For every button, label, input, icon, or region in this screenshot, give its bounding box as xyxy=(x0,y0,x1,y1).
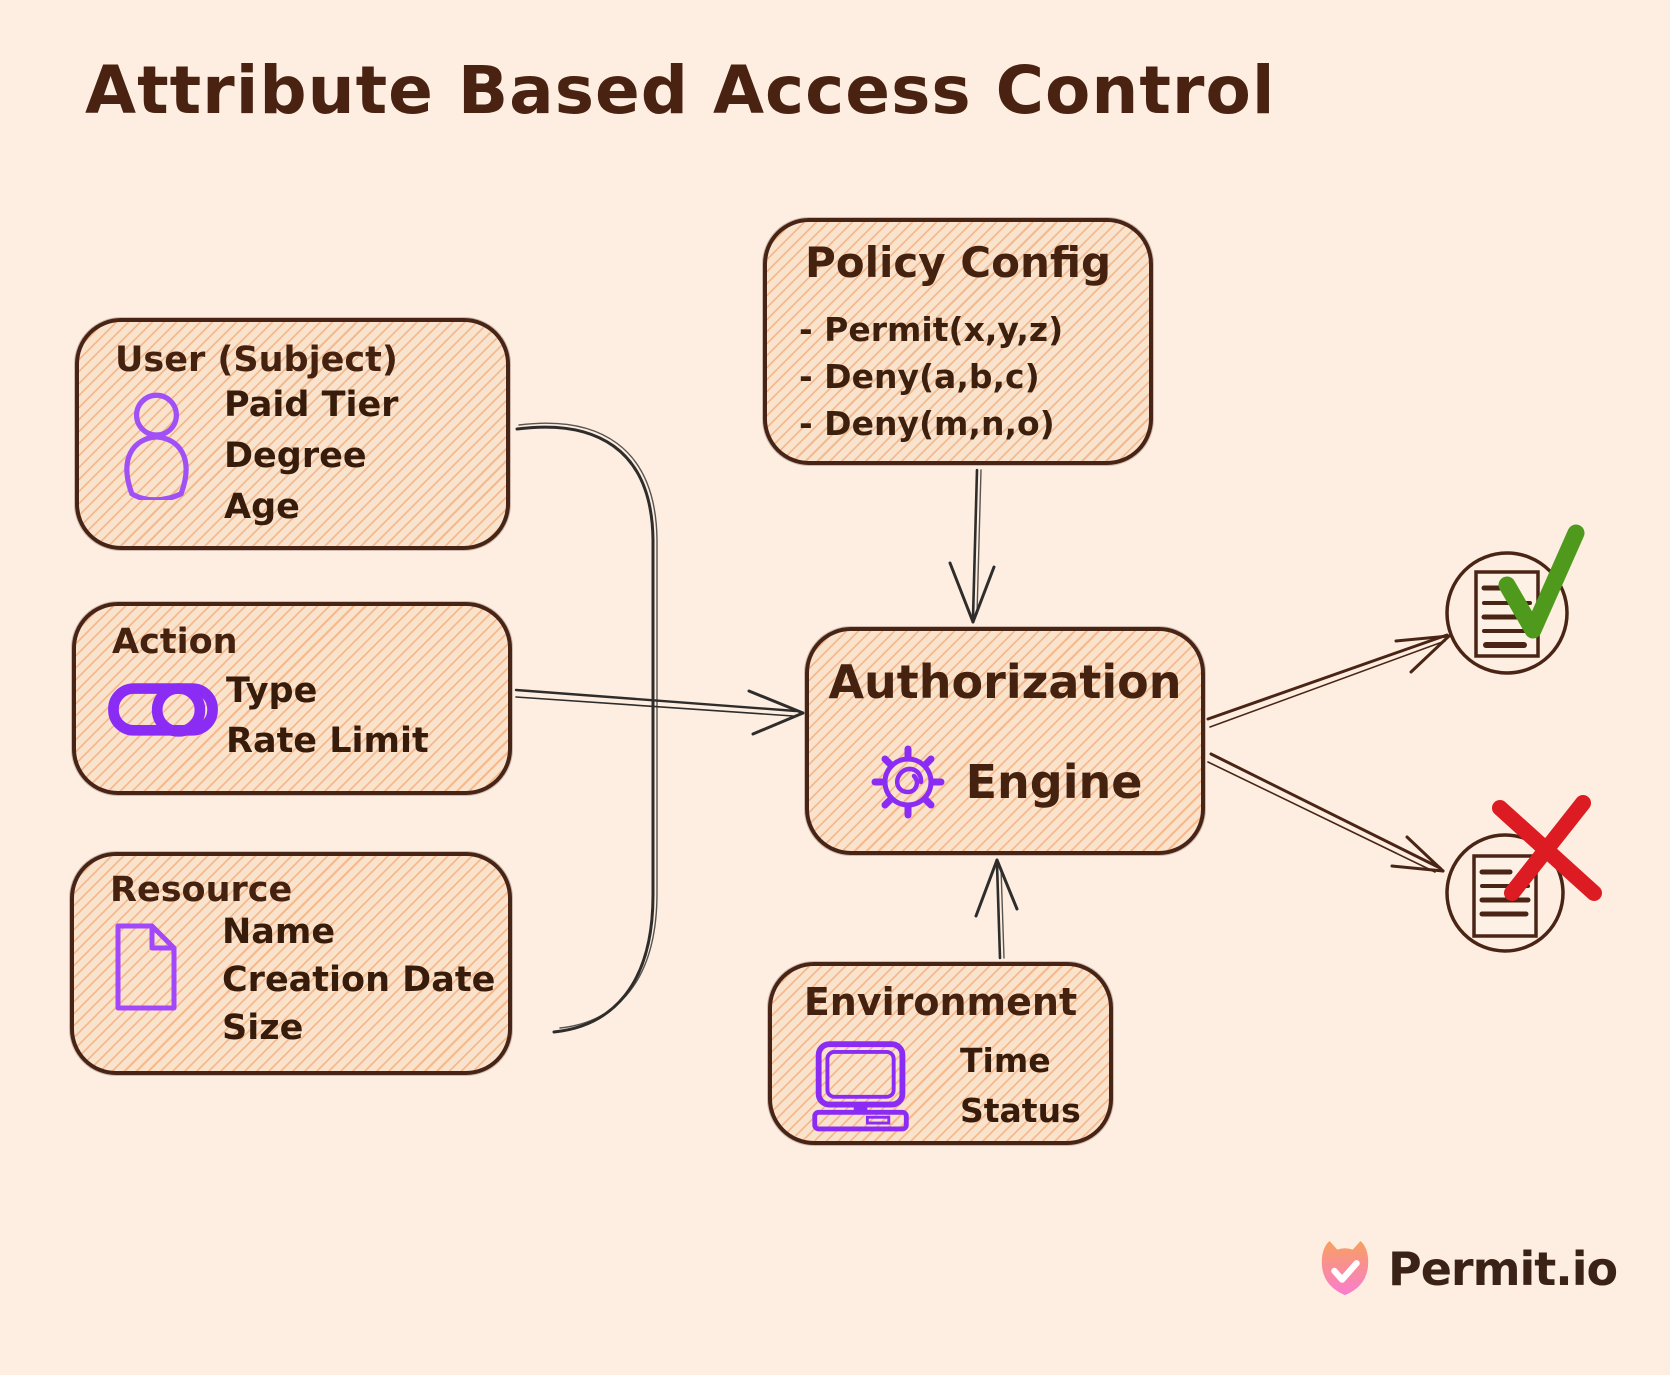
user-resource-bracket-connector xyxy=(515,422,658,1034)
policy-rules-list: - Permit(x,y,z) - Deny(a,b,c) - Deny(m,n… xyxy=(799,306,1063,447)
document-check-icon xyxy=(1445,524,1585,675)
user-attr: Age xyxy=(224,487,300,527)
permit-logo-icon xyxy=(1321,1240,1369,1296)
document-icon xyxy=(115,923,177,1011)
resource-attr: Name xyxy=(222,912,336,952)
environment-attributes: Time Status xyxy=(960,1036,1081,1136)
toggle-icon xyxy=(108,683,218,737)
environment-node-title: Environment xyxy=(803,980,1078,1024)
engine-to-deny-arrow xyxy=(1207,752,1445,873)
policy-to-engine-arrow xyxy=(948,468,996,624)
policy-rule: - Permit(x,y,z) xyxy=(799,310,1064,349)
user-subject-node: User (Subject) Paid Tier Degree Age xyxy=(75,318,510,550)
resource-node-title: Resource xyxy=(110,870,293,910)
permit-logo: Permit.io xyxy=(1316,1238,1618,1300)
computer-icon xyxy=(812,1041,909,1132)
person-icon xyxy=(124,392,189,500)
action-attr: Type xyxy=(226,671,318,711)
resource-attr: Creation Date xyxy=(222,960,496,1000)
resource-node: Resource Name Creation Date Size xyxy=(70,852,512,1075)
engine-title-line2: Engine xyxy=(965,755,1143,809)
action-to-engine-arrow xyxy=(514,688,805,736)
action-attributes: Type Rate Limit xyxy=(226,666,429,766)
action-node-title: Action xyxy=(112,622,238,662)
resource-attr: Size xyxy=(222,1008,304,1048)
action-attr: Rate Limit xyxy=(226,721,429,761)
document-x-icon xyxy=(1445,795,1602,953)
policy-rule: - Deny(m,n,o) xyxy=(799,404,1055,443)
gear-icon xyxy=(871,745,945,819)
engine-to-allow-arrow xyxy=(1206,633,1451,728)
policy-node-title: Policy Config xyxy=(804,238,1112,287)
environment-to-engine-arrow xyxy=(974,858,1019,960)
permit-logo-text: Permit.io xyxy=(1388,1242,1618,1296)
policy-rule: - Deny(a,b,c) xyxy=(799,357,1040,396)
authorization-engine-node: Authorization xyxy=(805,627,1205,855)
action-node: Action Type Rate Limit xyxy=(72,602,512,795)
engine-title-line1: Authorization xyxy=(828,655,1182,709)
resource-attributes: Name Creation Date Size xyxy=(222,908,495,1052)
policy-config-node: Policy Config - Permit(x,y,z) - Deny(a,b… xyxy=(763,218,1153,465)
environment-node: Environment Time Status xyxy=(768,962,1113,1145)
user-attr: Paid Tier xyxy=(224,385,399,425)
page-title: Attribute Based Access Control xyxy=(85,52,1276,129)
user-attr: Degree xyxy=(224,436,367,476)
environment-attr: Time xyxy=(960,1041,1051,1080)
environment-attr: Status xyxy=(960,1091,1081,1130)
user-attributes: Paid Tier Degree Age xyxy=(224,380,398,533)
user-node-title: User (Subject) xyxy=(115,340,398,380)
